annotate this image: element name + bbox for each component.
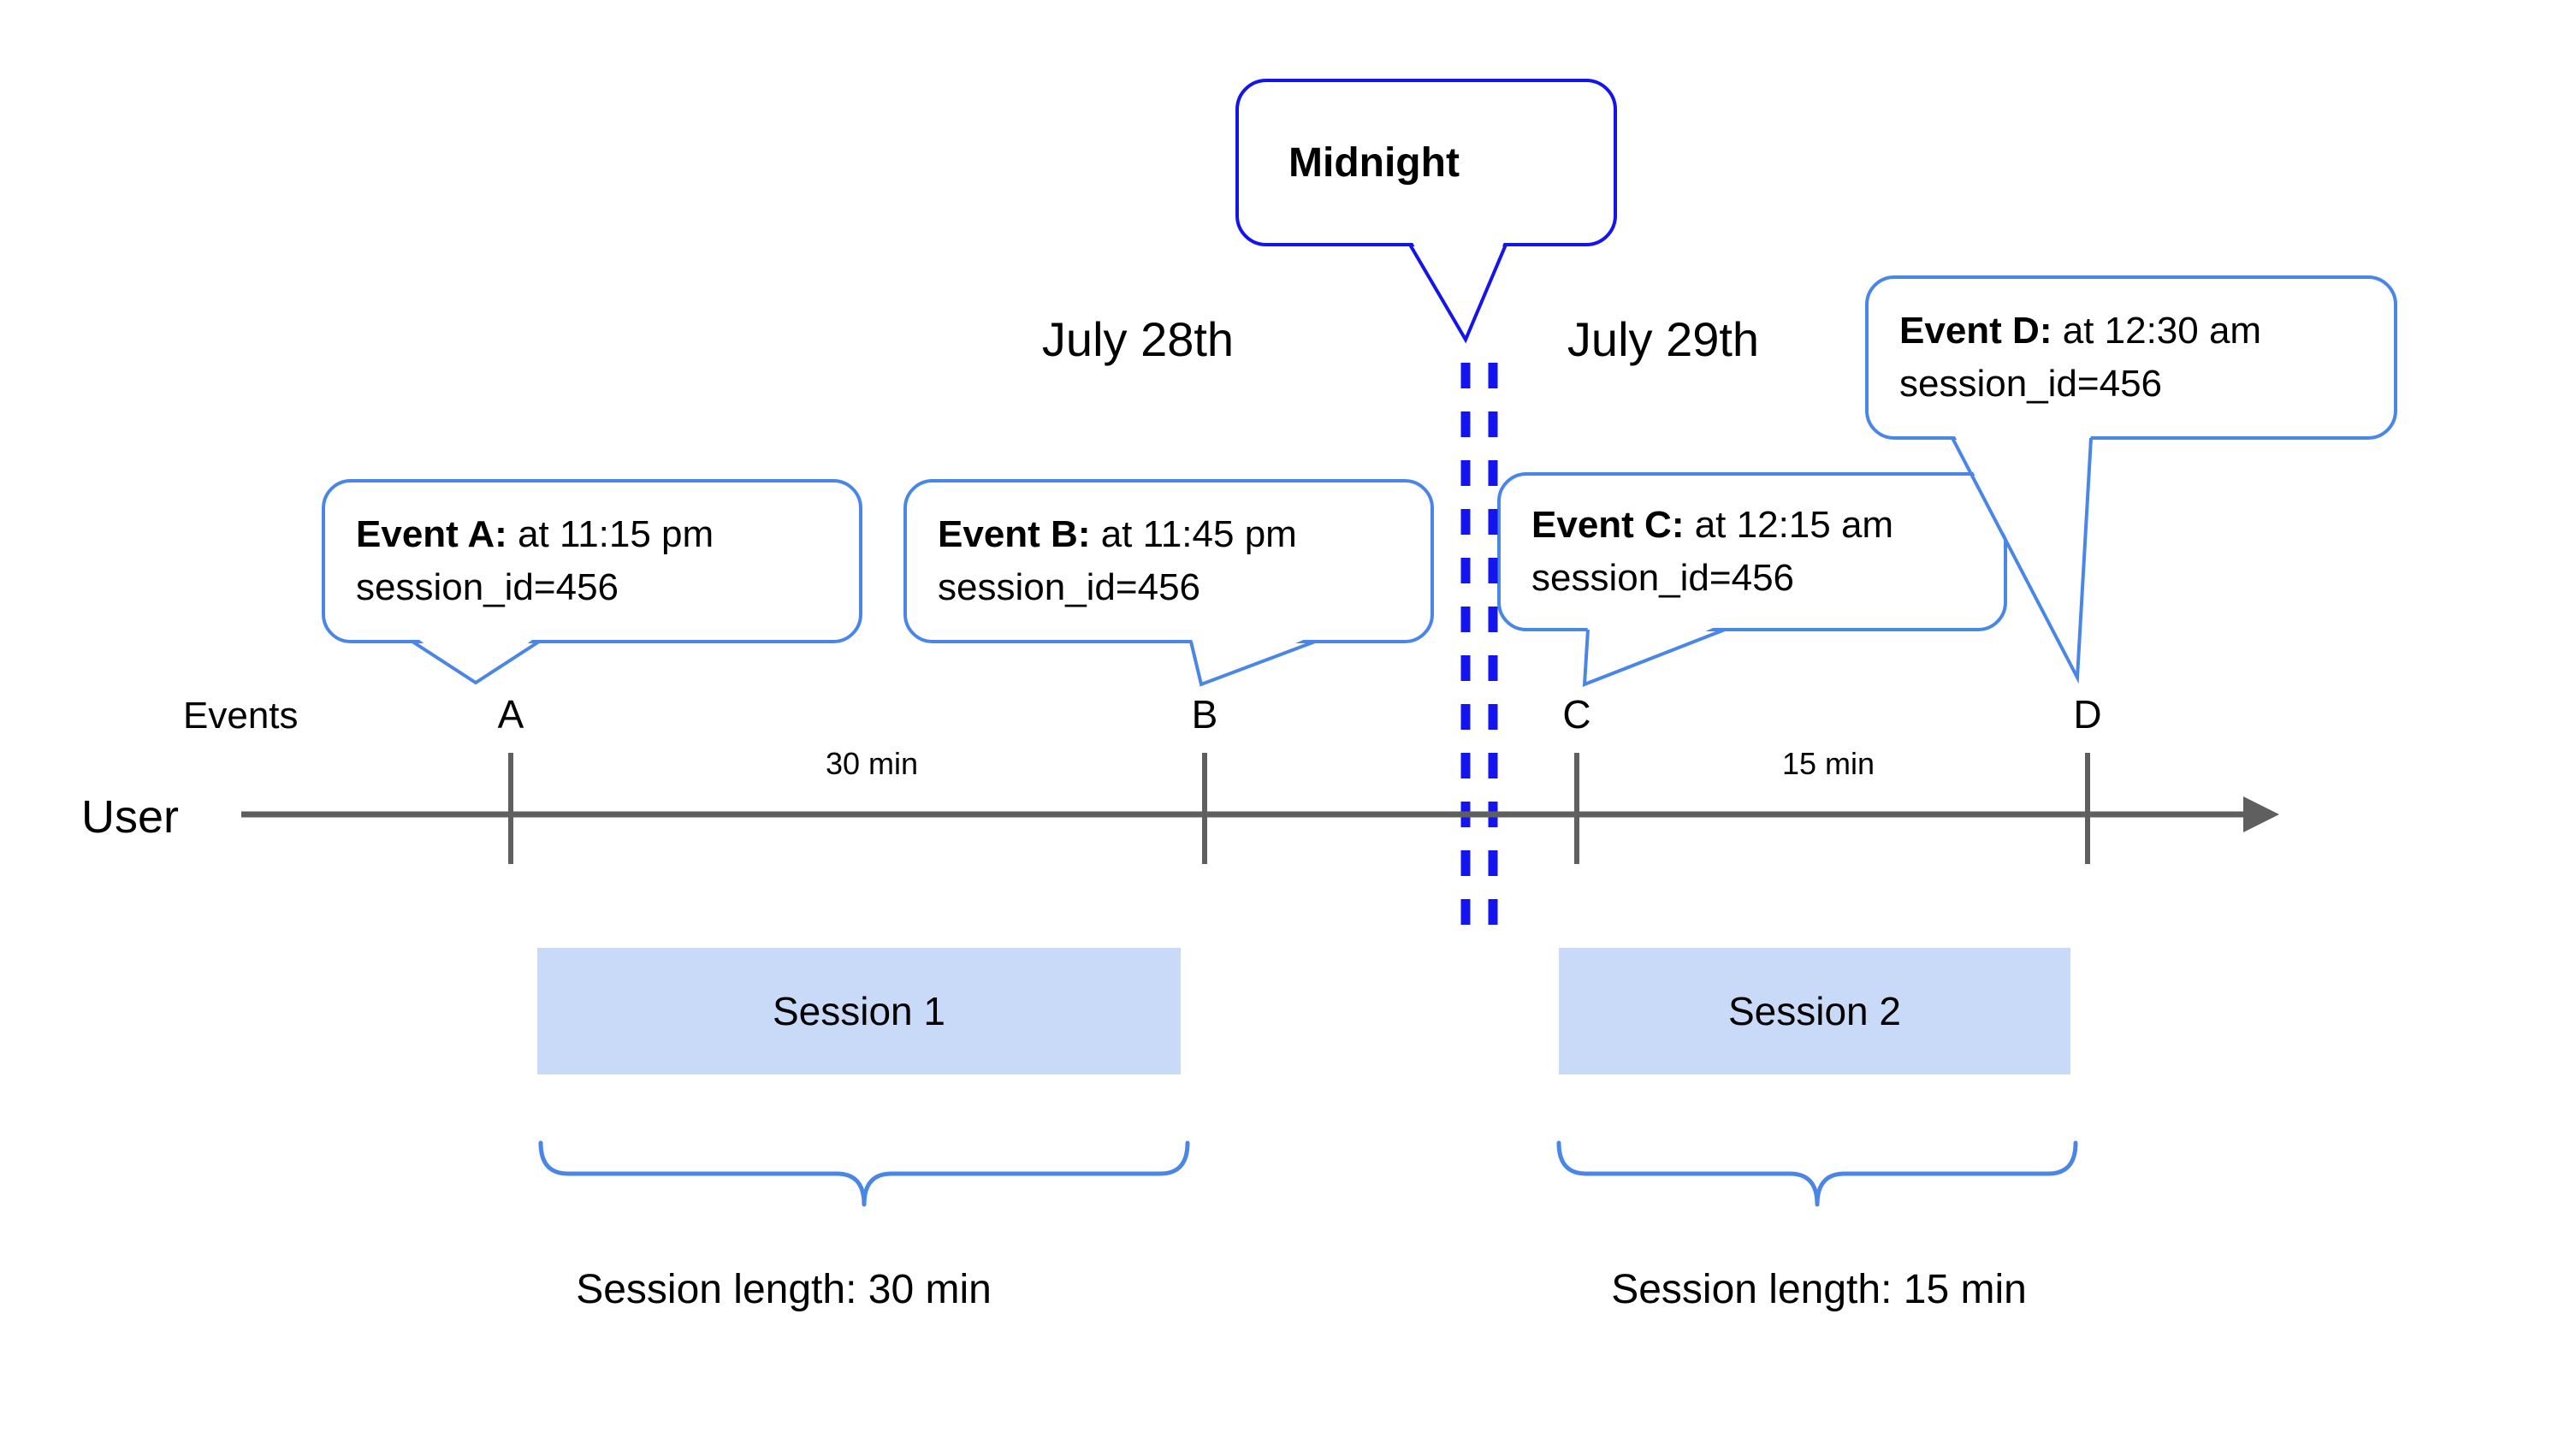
date-label-july-29: July 29th: [1567, 312, 1760, 366]
event-c-callout: Event C: at 12:15 am session_id=456: [1497, 472, 2007, 631]
event-b-session-id: session_id=456: [938, 566, 1201, 608]
session-2-bar: Session 2: [1559, 948, 2070, 1074]
event-c-time-line: Event C: at 12:15 am: [1531, 499, 2004, 552]
session-1-length-label: Session length: 30 min: [576, 1267, 992, 1312]
event-d-time: at 12:30 am: [2052, 310, 2262, 352]
event-marker-b: B: [1191, 692, 1218, 737]
session-1-label: Session 1: [772, 989, 945, 1033]
date-label-july-28: July 28th: [1041, 312, 1235, 366]
event-d-callout: Event D: at 12:30 am session_id=456: [1865, 275, 2397, 440]
event-c-session-id: session_id=456: [1531, 557, 1795, 599]
event-a-title: Event A:: [356, 513, 507, 555]
midnight-divider-dashed-lines: [1460, 363, 1498, 936]
event-b-time: at 11:45 pm: [1090, 513, 1297, 555]
event-b-callout-tail: [1189, 640, 1316, 687]
user-axis-label: User: [81, 791, 180, 843]
event-b-title: Event B:: [938, 513, 1091, 555]
event-d-title: Event D:: [1899, 310, 2052, 352]
event-marker-d: D: [2073, 692, 2102, 737]
gap-label-30-min: 30 min: [825, 746, 919, 781]
midnight-callout: Midnight: [1235, 79, 1617, 246]
event-a-callout-tail: [411, 640, 541, 685]
event-marker-c: C: [1562, 692, 1591, 737]
user-timeline-axis: [241, 753, 2279, 864]
event-a-callout: Event A: at 11:15 pm session_id=456: [322, 479, 862, 643]
session-2-length-label: Session length: 15 min: [1611, 1267, 2027, 1312]
event-d-session-id: session_id=456: [1899, 363, 2163, 405]
event-a-session-id: session_id=456: [356, 566, 619, 608]
session-2-brace: [1556, 1140, 2078, 1207]
event-c-callout-tail: [1582, 628, 1726, 688]
session-2-label: Session 2: [1727, 989, 1901, 1033]
event-b-time-line: Event B: at 11:45 pm: [938, 508, 1431, 561]
event-d-time-line: Event D: at 12:30 am: [1899, 305, 2394, 358]
event-b-callout: Event B: at 11:45 pm session_id=456: [903, 479, 1434, 643]
event-a-time: at 11:15 pm: [506, 513, 714, 555]
session-1-bar: Session 1: [537, 948, 1181, 1074]
event-a-time-line: Event A: at 11:15 pm: [356, 508, 859, 561]
event-c-title: Event C:: [1531, 504, 1685, 546]
session-length-braces: [538, 1140, 2078, 1207]
event-marker-a: A: [497, 692, 524, 737]
event-c-time: at 12:15 am: [1684, 504, 1894, 546]
session-1-brace: [538, 1140, 1190, 1207]
midnight-label: Midnight: [1288, 139, 1460, 186]
axis-arrowhead-icon: [2243, 796, 2279, 832]
events-axis-label: Events: [183, 695, 299, 737]
gap-label-15-min: 15 min: [1781, 746, 1875, 781]
